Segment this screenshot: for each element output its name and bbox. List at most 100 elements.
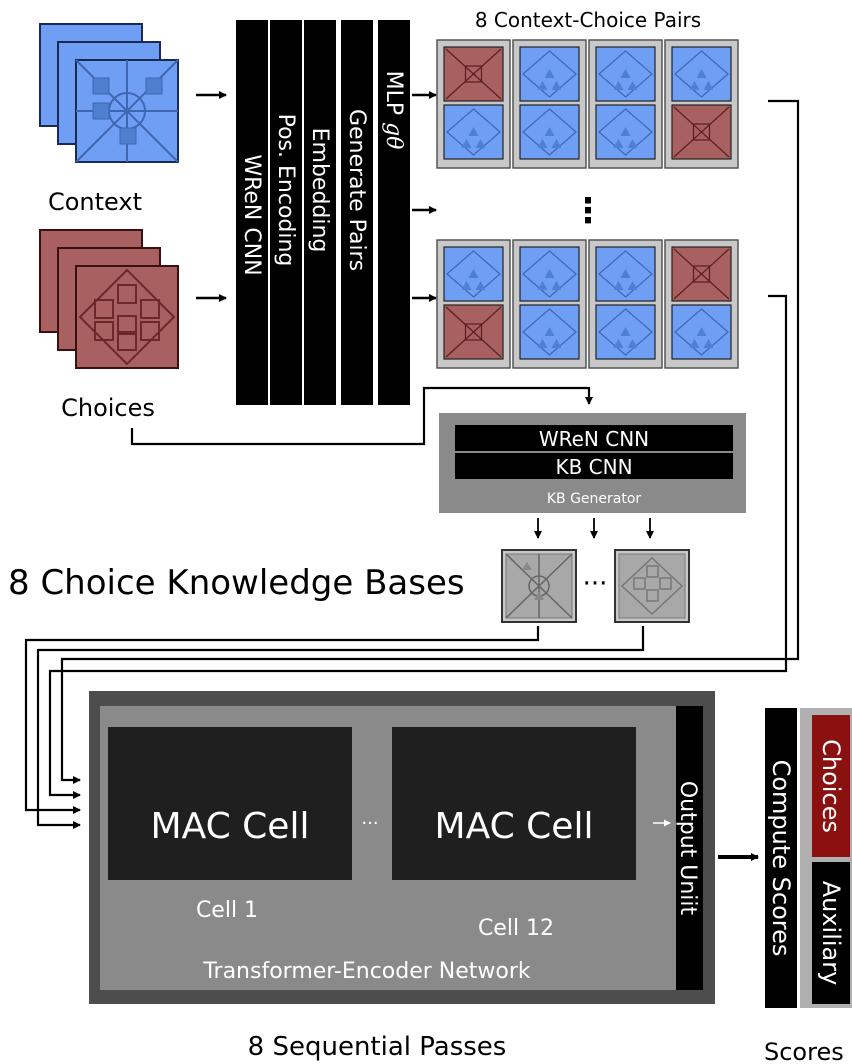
panel-triangle — [537, 281, 548, 290]
panel-shape — [446, 250, 501, 298]
panel-shape — [464, 323, 483, 341]
panel-shape — [692, 265, 711, 283]
pipeline-bar-mlp — [378, 20, 410, 405]
pairs-title: 8 Context-Choice Pairs — [475, 8, 701, 32]
kb-row-wren-cnn: WReN CNN — [539, 427, 649, 451]
network-outer — [89, 691, 715, 1004]
kb-ellipsis: ··· — [583, 569, 608, 599]
panel-triangle — [696, 69, 707, 78]
panel-shape — [522, 308, 577, 356]
panel-shape — [692, 123, 711, 141]
panel-triangle — [468, 269, 479, 278]
panel-triangle — [551, 81, 562, 90]
context-panel-stack — [39, 23, 179, 163]
panel-triangle — [461, 139, 472, 148]
panel-triangle — [468, 127, 479, 136]
panel-triangle — [627, 139, 638, 148]
panel-triangle — [544, 69, 555, 78]
panel-triangle — [613, 339, 624, 348]
panel-line — [445, 306, 502, 358]
panel-triangle — [537, 139, 548, 148]
kb-generator-caption: KB Generator — [547, 491, 642, 507]
panel-triangle — [551, 139, 562, 148]
context-choice-pairs — [436, 39, 739, 369]
knowledge-base-1 — [501, 549, 577, 623]
panel-shape — [598, 308, 653, 356]
panel-shape — [446, 108, 501, 156]
kb-generator — [439, 413, 746, 513]
panel-shape — [522, 250, 577, 298]
panel-shape — [464, 65, 483, 83]
network-caption: Transformer-Encoder Network — [202, 959, 531, 984]
panel-triangle — [551, 281, 562, 290]
auxiliary-head-label: Auxiliary — [817, 881, 845, 986]
panel-triangle — [696, 327, 707, 336]
mac-cell-1: MAC Cell — [151, 806, 310, 847]
panel-triangle — [475, 281, 486, 290]
panel-line — [673, 106, 730, 158]
context-label: Context — [48, 188, 142, 216]
panel-triangle — [627, 281, 638, 290]
pipeline-bar-wren_cnn — [236, 20, 268, 405]
cell-1-caption: Cell 1 — [196, 898, 258, 923]
pairs-bottom-connector — [48, 294, 788, 797]
panel-line — [673, 248, 730, 300]
panel-triangle — [461, 281, 472, 290]
kb8-connector — [36, 626, 645, 827]
choices-to-kb-connector — [130, 386, 593, 446]
pipeline: WReN CNN Pos. Encoding Embedding Generate P… — [236, 20, 410, 405]
choice-panel-stack — [39, 229, 179, 369]
panel-triangle — [689, 81, 700, 90]
panel-shape — [598, 50, 653, 98]
panel-triangle — [703, 81, 714, 90]
panel-triangle — [620, 327, 631, 336]
scores-label: Scores — [764, 1038, 844, 1064]
score-unit — [765, 708, 852, 1008]
pipeline-bar-embedding — [304, 20, 336, 405]
choices-label: Choices — [61, 394, 155, 422]
pairs-ellipsis: ⋮ — [571, 191, 605, 231]
pairs-top-connector — [60, 99, 800, 784]
cells-ellipsis: ··· — [361, 813, 378, 834]
panel-triangle — [551, 339, 562, 348]
pipeline-label-mlp: MLP gθ — [381, 71, 406, 150]
pipeline-label-wren_cnn: WReN CNN — [239, 154, 264, 275]
panel-triangle — [613, 281, 624, 290]
pipeline-bar-pos_encoding — [270, 20, 302, 405]
panel-triangle — [613, 81, 624, 90]
panel-triangle — [620, 69, 631, 78]
panel-triangle — [537, 339, 548, 348]
output-unit-label: Output Uniit — [675, 781, 700, 916]
panel-triangle — [475, 139, 486, 148]
panel-triangle — [544, 269, 555, 278]
panel-shape — [598, 250, 653, 298]
sequential-passes-label: 8 Sequential Passes — [248, 1032, 507, 1062]
panel-triangle — [620, 127, 631, 136]
mac-cell-12: MAC Cell — [435, 806, 594, 847]
kb-row-kb-cnn: KB CNN — [555, 455, 632, 479]
panel-shape — [522, 108, 577, 156]
panel-line — [445, 48, 502, 100]
knowledge-base-8 — [614, 549, 690, 623]
cell-12-caption: Cell 12 — [478, 916, 554, 941]
panel-shape — [674, 50, 729, 98]
context-panel — [443, 246, 504, 302]
panel-triangle — [627, 339, 638, 348]
compute-scores-label: Compute Scores — [767, 760, 795, 957]
panel-shape — [522, 50, 577, 98]
pipeline-label-embedding: Embedding — [307, 128, 332, 253]
pipeline-label-pos_encoding: Pos. Encoding — [273, 114, 298, 267]
panel-triangle — [620, 269, 631, 278]
pipeline-label-generate_pairs: Generate Pairs — [344, 109, 369, 271]
kb1-connector — [24, 626, 540, 812]
pipeline-bar-generate_pairs — [341, 20, 373, 405]
panel-triangle — [613, 139, 624, 148]
panel-shape — [598, 108, 653, 156]
panel-triangle — [627, 81, 638, 90]
panel-shape — [674, 308, 729, 356]
panel-triangle — [544, 127, 555, 136]
panel-triangle — [537, 81, 548, 90]
panel-triangle — [689, 339, 700, 348]
choices-head-label: Choices — [817, 739, 845, 833]
